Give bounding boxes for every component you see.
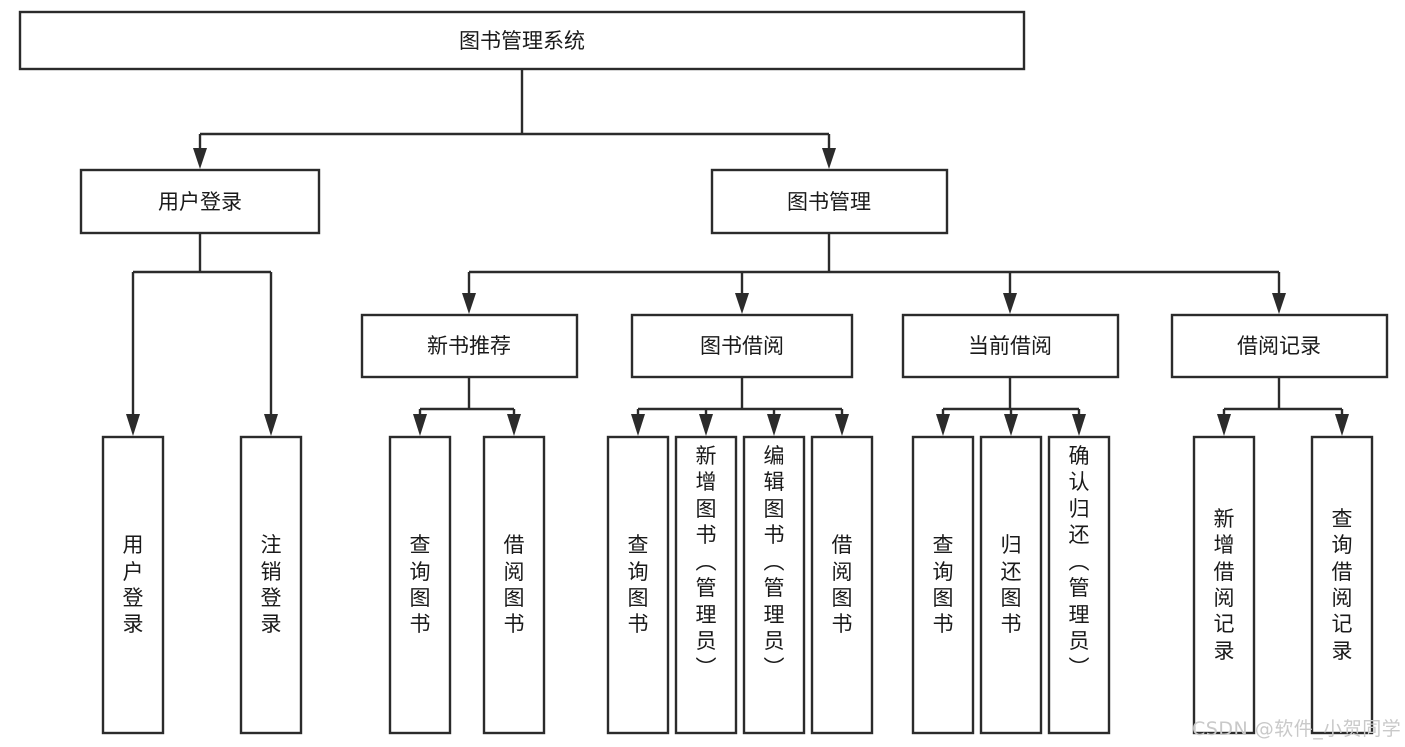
arrowhead-book-borrow	[735, 293, 749, 314]
arrowhead-leaf-current-borrow-1	[936, 414, 950, 436]
node-book-borrow-box[interactable]	[630, 313, 854, 379]
leaf-box-user-login-1[interactable]	[101, 435, 165, 735]
arrowhead-leaf-book-borrow-2	[699, 414, 713, 436]
leaf-box-book-borrow-4[interactable]	[810, 435, 874, 735]
arrowhead-borrow-record	[1272, 293, 1286, 314]
node-current-borrow-label: 当前借阅	[968, 334, 1052, 358]
leaf-box-book-borrow-3[interactable]	[742, 435, 806, 735]
leaf-box-current-borrow-3[interactable]	[1047, 435, 1111, 735]
node-book-mgmt-label: 图书管理	[787, 190, 871, 214]
arrowhead-user-login	[193, 148, 207, 169]
arrowhead-leaf-new-book-2	[507, 414, 521, 436]
leaf-box-borrow-record-2[interactable]	[1310, 435, 1374, 735]
node-user-login-label: 用户登录	[158, 190, 242, 214]
leaf-box-borrow-record-1[interactable]	[1192, 435, 1256, 735]
node-current-borrow-box[interactable]	[901, 313, 1120, 379]
leaf-box-current-borrow-2[interactable]	[979, 435, 1043, 735]
arrowhead-leaf-borrow-record-2	[1335, 414, 1349, 436]
csdn-watermark: CSDN @软件_小贺同学	[1192, 718, 1402, 740]
leaf-box-new-book-1[interactable]	[388, 435, 452, 735]
arrowhead-leaf-current-borrow-2	[1004, 414, 1018, 436]
connector-group-borrow-record	[1217, 377, 1349, 436]
arrowhead-leaf-borrow-record-1	[1217, 414, 1231, 436]
node-root-box[interactable]	[18, 10, 1026, 71]
connector-group-new-book	[413, 377, 521, 436]
leaf-box-current-borrow-1[interactable]	[911, 435, 975, 735]
node-root-label: 图书管理系统	[459, 29, 585, 53]
arrowhead-current-borrow	[1003, 293, 1017, 314]
arrowhead-leaf-user-login-1	[126, 414, 140, 436]
arrowhead-book-mgmt	[822, 148, 836, 169]
arrowhead-leaf-book-borrow-4	[835, 414, 849, 436]
connector-group-book-borrow	[631, 377, 849, 436]
connector-group-current-borrow	[936, 377, 1086, 436]
node-user-login-box[interactable]	[79, 168, 321, 235]
arrowhead-leaf-current-borrow-3	[1072, 414, 1086, 436]
arrowhead-new-book	[462, 293, 476, 314]
leaf-box-new-book-2[interactable]	[482, 435, 546, 735]
node-book-mgmt-box[interactable]	[710, 168, 949, 235]
node-book-borrow-label: 图书借阅	[700, 334, 784, 358]
arrowhead-leaf-book-borrow-3	[767, 414, 781, 436]
node-new-book-label: 新书推荐	[427, 334, 511, 358]
connector-group-root	[193, 69, 836, 169]
connector-group-user-login	[126, 233, 278, 436]
node-borrow-record-label: 借阅记录	[1237, 334, 1321, 358]
arrowhead-leaf-user-login-2	[264, 414, 278, 436]
leaf-box-book-borrow-1[interactable]	[606, 435, 670, 735]
arrowhead-leaf-new-book-1	[413, 414, 427, 436]
leaf-box-book-borrow-2[interactable]	[674, 435, 738, 735]
node-borrow-record-box[interactable]	[1170, 313, 1389, 379]
node-new-book-box[interactable]	[360, 313, 579, 379]
arrowhead-leaf-book-borrow-1	[631, 414, 645, 436]
connector-group-book-mgmt	[462, 233, 1286, 314]
leaf-box-user-login-2[interactable]	[239, 435, 303, 735]
